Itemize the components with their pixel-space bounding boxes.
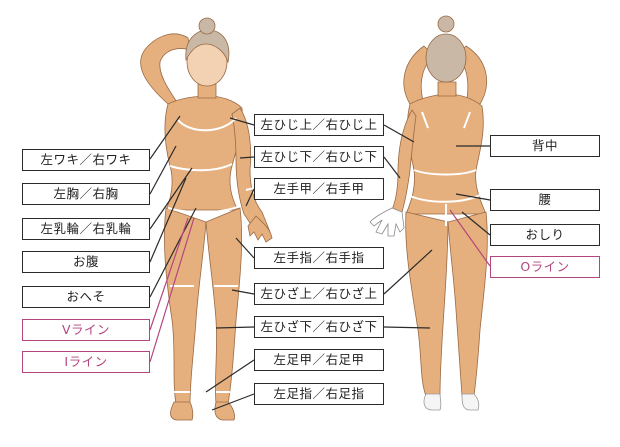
label-lower-elbow: 左ひじ下／右ひじ下 [254, 146, 384, 168]
back-zone-dividers [409, 111, 483, 226]
label-back-of-hand: 左手甲／右手甲 [254, 178, 384, 200]
label-navel: おへそ [22, 286, 150, 308]
label-belly: お腹 [22, 251, 150, 273]
label-toes: 左足指／右足指 [254, 383, 384, 405]
label-o-line: Oライン [490, 256, 600, 278]
label-upper-elbow: 左ひじ上／右ひじ上 [254, 114, 384, 136]
leader-lines [149, 115, 491, 411]
label-instep: 左足甲／右足甲 [254, 349, 384, 371]
back-body-figure [369, 15, 488, 411]
label-back: 背中 [490, 135, 600, 157]
label-i-line: Iライン [22, 351, 150, 373]
highlight-leader-lines [149, 209, 491, 363]
front-body-figure [140, 17, 273, 421]
label-upper-knee: 左ひざ上／右ひざ上 [254, 283, 384, 305]
front-zone-dividers [167, 117, 255, 393]
label-chest: 左胸／右胸 [22, 183, 150, 205]
label-buttocks: おしり [490, 224, 600, 246]
label-waist: 腰 [490, 189, 600, 211]
label-v-line: Vライン [22, 319, 150, 341]
label-fingers: 左手指／右手指 [254, 247, 384, 269]
label-armpit: 左ワキ／右ワキ [22, 149, 150, 171]
label-areola: 左乳輪／右乳輪 [22, 218, 150, 240]
label-lower-knee: 左ひざ下／右ひざ下 [254, 316, 384, 338]
